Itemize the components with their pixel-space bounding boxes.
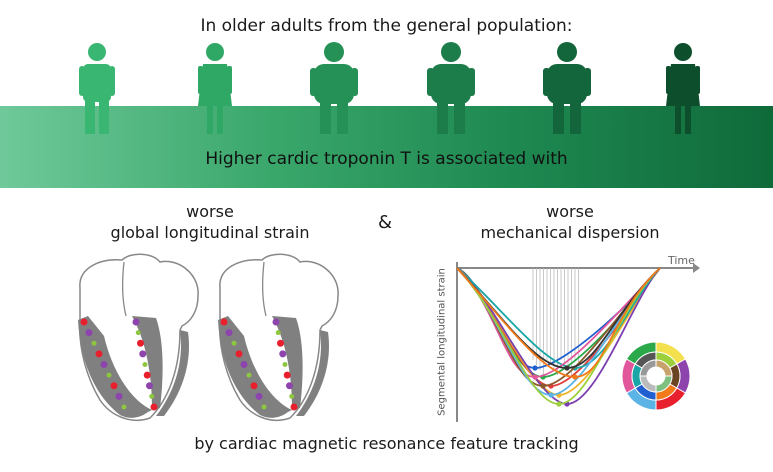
time-label: Time [668, 254, 695, 267]
strain-marker [85, 329, 93, 337]
left-label: worse global longitudinal strain [60, 201, 360, 243]
heading: In older adults from the general populat… [200, 16, 573, 36]
heart-ventricle-icon [217, 253, 339, 422]
strain-marker [289, 393, 295, 399]
strain-curves-plot [456, 262, 700, 422]
strain-marker [143, 371, 151, 379]
strain-marker [250, 382, 258, 390]
ampersand: & [377, 212, 393, 233]
strain-marker [246, 372, 252, 378]
curve-peak-dot [564, 365, 570, 371]
strain-marker [283, 371, 291, 379]
right-label-line2: mechanical dispersion [480, 223, 660, 242]
bullseye-segment-icon [621, 341, 691, 411]
strain-marker [137, 339, 144, 347]
strain-marker [290, 403, 298, 411]
strain-marker [91, 340, 97, 346]
curve-peak-dot [572, 374, 578, 380]
strain-markers [80, 318, 298, 411]
strain-marker [275, 330, 281, 336]
heart-diagrams [77, 253, 339, 422]
person-icon [666, 43, 700, 134]
strain-marker [255, 392, 263, 400]
strain-marker [235, 350, 243, 358]
right-label: worse mechanical dispersion [440, 201, 700, 243]
strain-marker [95, 350, 103, 358]
strain-marker [142, 362, 148, 367]
strain-marker [146, 382, 153, 390]
curve-peak-dot [540, 383, 546, 389]
strain-marker [282, 362, 288, 367]
strain-marker [139, 350, 147, 358]
peak-lines [532, 268, 579, 375]
person-icon [427, 42, 475, 134]
strain-marker [225, 329, 233, 337]
strain-ylabel: Segmental longitudinal strain [436, 268, 448, 416]
person-icon [198, 43, 232, 134]
strain-curves [456, 267, 661, 407]
footer: by cardiac magnetic resonance feature tr… [194, 434, 579, 453]
strain-marker [261, 404, 267, 410]
strain-marker [115, 392, 123, 400]
strain-marker [110, 382, 118, 390]
strain-marker [150, 403, 158, 411]
strain-marker [100, 361, 108, 368]
curve-peak-dot [532, 365, 538, 371]
person-icon [310, 42, 358, 134]
heart-ventricle-icon [77, 253, 199, 422]
strain-marker [149, 393, 155, 399]
curve-peak-dot [532, 374, 538, 380]
strain-marker [121, 404, 127, 410]
strain-marker [135, 330, 141, 336]
population-illustration [79, 42, 700, 134]
curve-peak-dot [548, 392, 554, 398]
left-label-line2: global longitudinal strain [110, 223, 310, 242]
left-label-line1: worse [186, 202, 234, 221]
strain-marker [240, 361, 248, 368]
strain-marker [231, 340, 237, 346]
strain-marker [272, 318, 280, 326]
strain-marker [277, 339, 284, 347]
strain-marker [279, 350, 287, 358]
band-text: Higher cardic troponin T is associated w… [205, 149, 568, 169]
curve-peak-dot [556, 401, 562, 407]
right-label-line1: worse [546, 202, 594, 221]
strain-marker [80, 318, 88, 326]
green-band [0, 106, 773, 188]
time-arrow-icon [693, 263, 700, 273]
strain-marker [220, 318, 228, 326]
strain-marker [132, 318, 140, 326]
person-icon [543, 42, 591, 134]
person-icon [79, 43, 115, 134]
strain-marker [106, 372, 112, 378]
strain-marker [286, 382, 293, 390]
